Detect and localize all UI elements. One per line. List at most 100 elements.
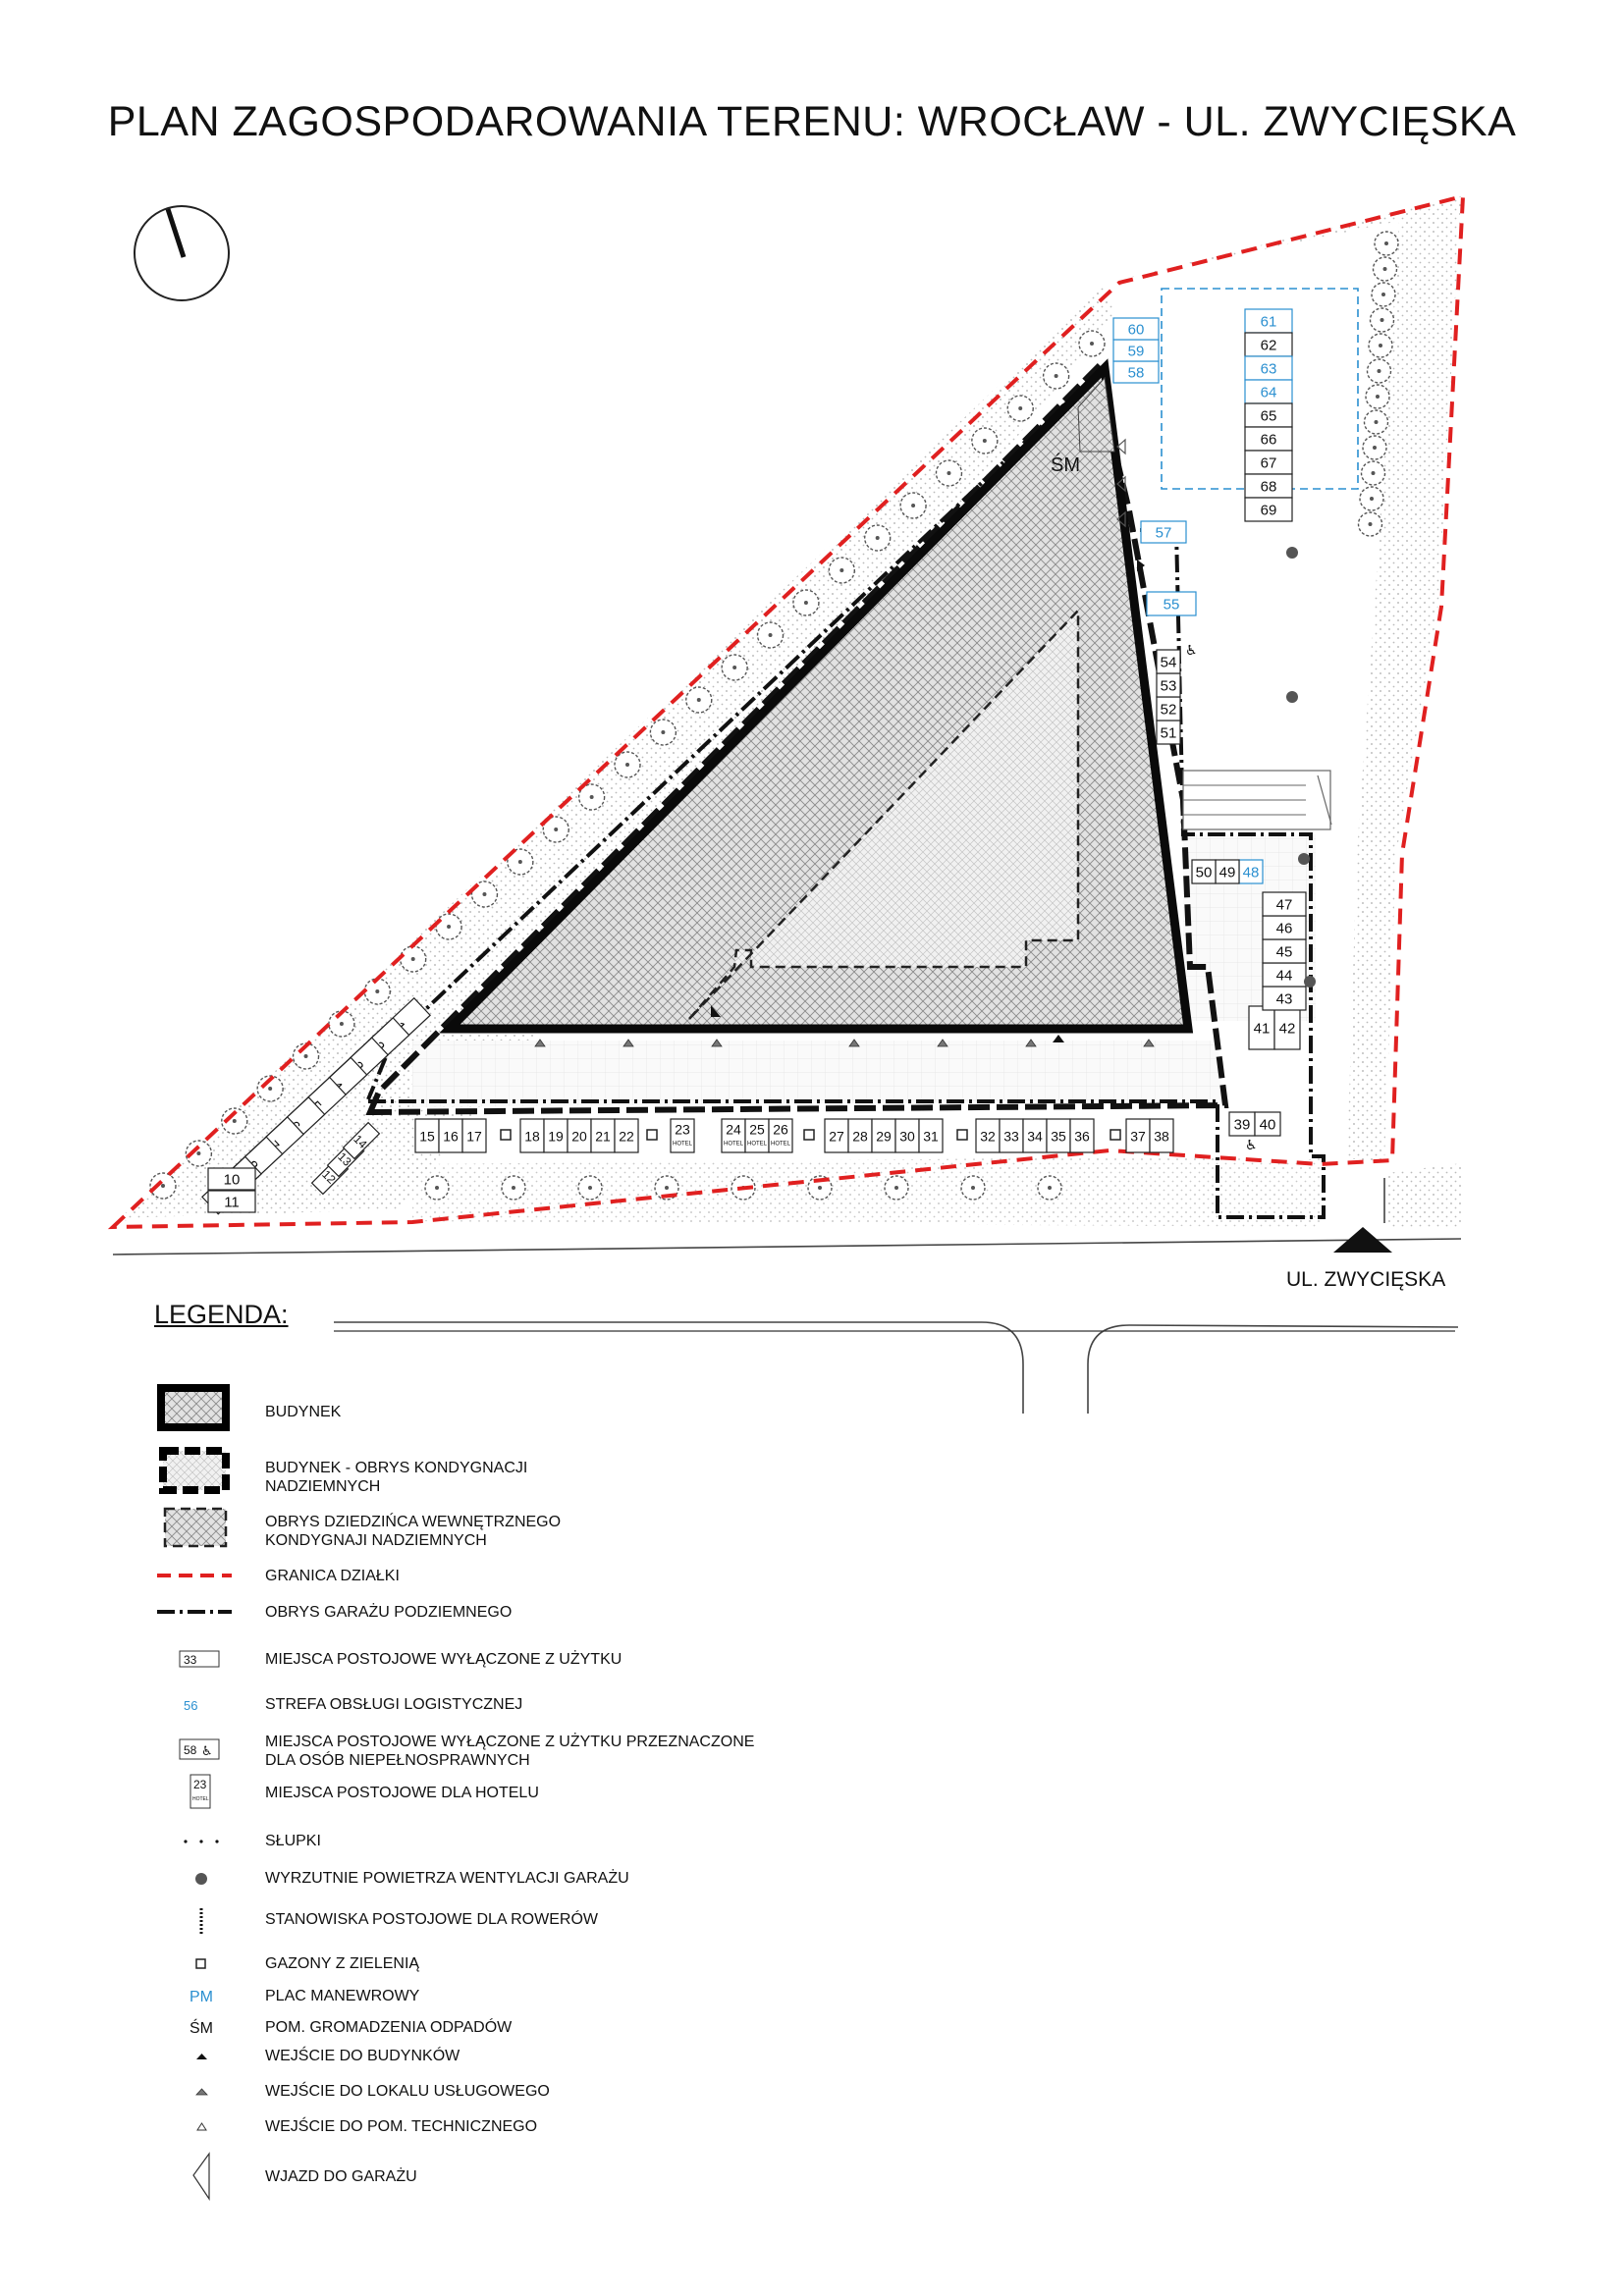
tree-icon <box>899 492 927 519</box>
parking-number-41: 41 <box>1254 1021 1271 1038</box>
parking-number-15: 15 <box>419 1129 435 1145</box>
parking-space-52: 52 <box>1156 696 1181 721</box>
parking-space-31: 31 <box>918 1118 944 1153</box>
tree-icon <box>363 978 392 1005</box>
parking-number-20: 20 <box>571 1129 587 1145</box>
parking-space-48: 48 <box>1238 859 1264 884</box>
parking-space-58: 58 <box>1112 360 1160 384</box>
tree-icon <box>828 557 856 584</box>
legend-item-shop-entry: WEJŚCIE DO LOKALU USŁUGOWEGO <box>265 2083 550 2100</box>
parking-space-49: 49 <box>1215 859 1240 884</box>
parking-number-63: 63 <box>1261 361 1277 378</box>
filled-triangle-icon <box>196 2054 207 2059</box>
legend-item-logistics: STREFA OBSŁUGI LOGISTYCZNEJ <box>265 1696 523 1713</box>
parking-space-38: 38 <box>1149 1118 1174 1153</box>
tree-icon <box>1372 256 1398 282</box>
parking-number-36: 36 <box>1074 1129 1090 1145</box>
parking-number-33: 33 <box>1003 1129 1019 1145</box>
parking-number-21: 21 <box>595 1129 611 1145</box>
shop-entrance-icon <box>1143 1039 1155 1047</box>
parking-number-28: 28 <box>852 1129 868 1145</box>
tree-icon <box>1368 333 1393 358</box>
parking-space-34: 34 <box>1022 1118 1048 1153</box>
tree-icon <box>577 1175 603 1201</box>
tree-icon <box>1369 307 1395 333</box>
accessible-icons: ♿ ♿ <box>1185 643 1258 1153</box>
parking-space-14: 14 <box>342 1121 381 1160</box>
planter-icons <box>500 1129 1121 1141</box>
legend-item-garage-entry: WJAZD DO GARAŻU <box>265 2168 417 2185</box>
parking-number-46: 46 <box>1276 921 1293 937</box>
sm-sample: ŚM <box>189 2018 213 2037</box>
parking-number-59: 59 <box>1128 344 1145 360</box>
parking-space-57: 57 <box>1140 520 1187 544</box>
half-triangle-icon <box>195 2088 208 2096</box>
tree-icon <box>1363 409 1389 435</box>
parking-space-30: 30 <box>894 1118 920 1153</box>
tree-icon <box>1365 384 1390 409</box>
parking-space-17: 17 <box>461 1118 487 1153</box>
vent-dot-icons <box>1286 547 1316 988</box>
parking-space-46: 46 <box>1262 915 1307 940</box>
tree-icon <box>792 589 820 616</box>
parking-number-64: 64 <box>1261 385 1277 401</box>
accessible-parking-sample: 58 <box>184 1743 197 1757</box>
building-storey-outline <box>365 358 1229 1116</box>
legend-item-tech-entry: WEJŚCIE DO POM. TECHNICZNEGO <box>265 2118 538 2135</box>
tree-icon <box>1042 362 1070 390</box>
shop-entrance-icon <box>534 1039 546 1047</box>
parking-number-51: 51 <box>1161 725 1177 742</box>
parking-space-42: 42 <box>1273 1005 1301 1050</box>
parking-space-51: 51 <box>1156 720 1181 745</box>
parking-space-47: 47 <box>1262 891 1307 917</box>
parking-space-53: 53 <box>1156 672 1181 698</box>
svg-text:♿: ♿ <box>1185 643 1198 659</box>
hotel-parking-box <box>189 1774 211 1809</box>
tree-icon <box>1006 395 1034 422</box>
hotel-parking-sample-sub: HOTEL <box>192 1796 209 1802</box>
legend-item-plot-boundary: GRANICA DZIAŁKI <box>265 1568 400 1584</box>
tree-icon <box>1371 282 1396 307</box>
parking-number-19: 19 <box>548 1129 564 1145</box>
parking-space-10: 10 <box>207 1167 256 1191</box>
legend-item-building-entry: WEJŚCIE DO BUDYNKÓW <box>265 2048 460 2064</box>
tree-icon <box>1357 511 1383 537</box>
parking-number-62: 62 <box>1261 338 1277 354</box>
legend-item-parking-excluded: MIEJSCA POSTOJOWE WYŁĄCZONE Z UŻYTKU <box>265 1651 623 1668</box>
parking-number-43: 43 <box>1276 991 1293 1008</box>
parking-number-34: 34 <box>1027 1129 1043 1145</box>
page-title: PLAN ZAGOSPODAROWANIA TERENU: WROCŁAW - … <box>107 98 1517 145</box>
parking-space-43: 43 <box>1262 986 1307 1011</box>
shop-entrance-icons <box>534 1039 1155 1047</box>
parking-number-35: 35 <box>1051 1129 1066 1145</box>
parking-number-27: 27 <box>829 1129 844 1145</box>
planter-icon <box>195 1958 206 1969</box>
parking-number-11: 11 <box>224 1195 240 1211</box>
parking-spaces: 1234567891011121314151617181920212223HOT… <box>201 308 1307 1215</box>
parking-number-44: 44 <box>1276 968 1293 985</box>
parking-number-24: 24 <box>726 1121 741 1137</box>
waste-room-hatch <box>1077 376 1115 453</box>
parking-space-61: 61 <box>1244 308 1293 334</box>
legend-item-hotel-parking: MIEJSCA POSTOJOWE DLA HOTELU <box>265 1785 539 1801</box>
parking-space-21: 21 <box>590 1118 616 1153</box>
parking-box-sample: 33 <box>184 1653 197 1667</box>
parking-space-60: 60 <box>1112 317 1160 341</box>
parking-space-41: 41 <box>1248 1005 1275 1050</box>
parking-box <box>179 1650 220 1668</box>
parking-space-66: 66 <box>1244 426 1293 452</box>
solid-building-swatch <box>157 1384 230 1431</box>
parking-number-58: 58 <box>1128 365 1145 382</box>
tree-icon <box>435 913 462 940</box>
hotel-tag: HOTEL <box>771 1142 791 1148</box>
parking-space-19: 19 <box>543 1118 568 1153</box>
shop-entrance-icon <box>623 1039 634 1047</box>
tree-icon <box>649 719 677 746</box>
parking-space-55: 55 <box>1146 591 1197 616</box>
tree-icon <box>149 1172 177 1200</box>
courtyard-outline <box>688 607 1080 1020</box>
legend-heading: LEGENDA: <box>154 1300 289 1329</box>
hotel-tag: HOTEL <box>724 1142 744 1148</box>
tree-icon <box>863 524 892 552</box>
